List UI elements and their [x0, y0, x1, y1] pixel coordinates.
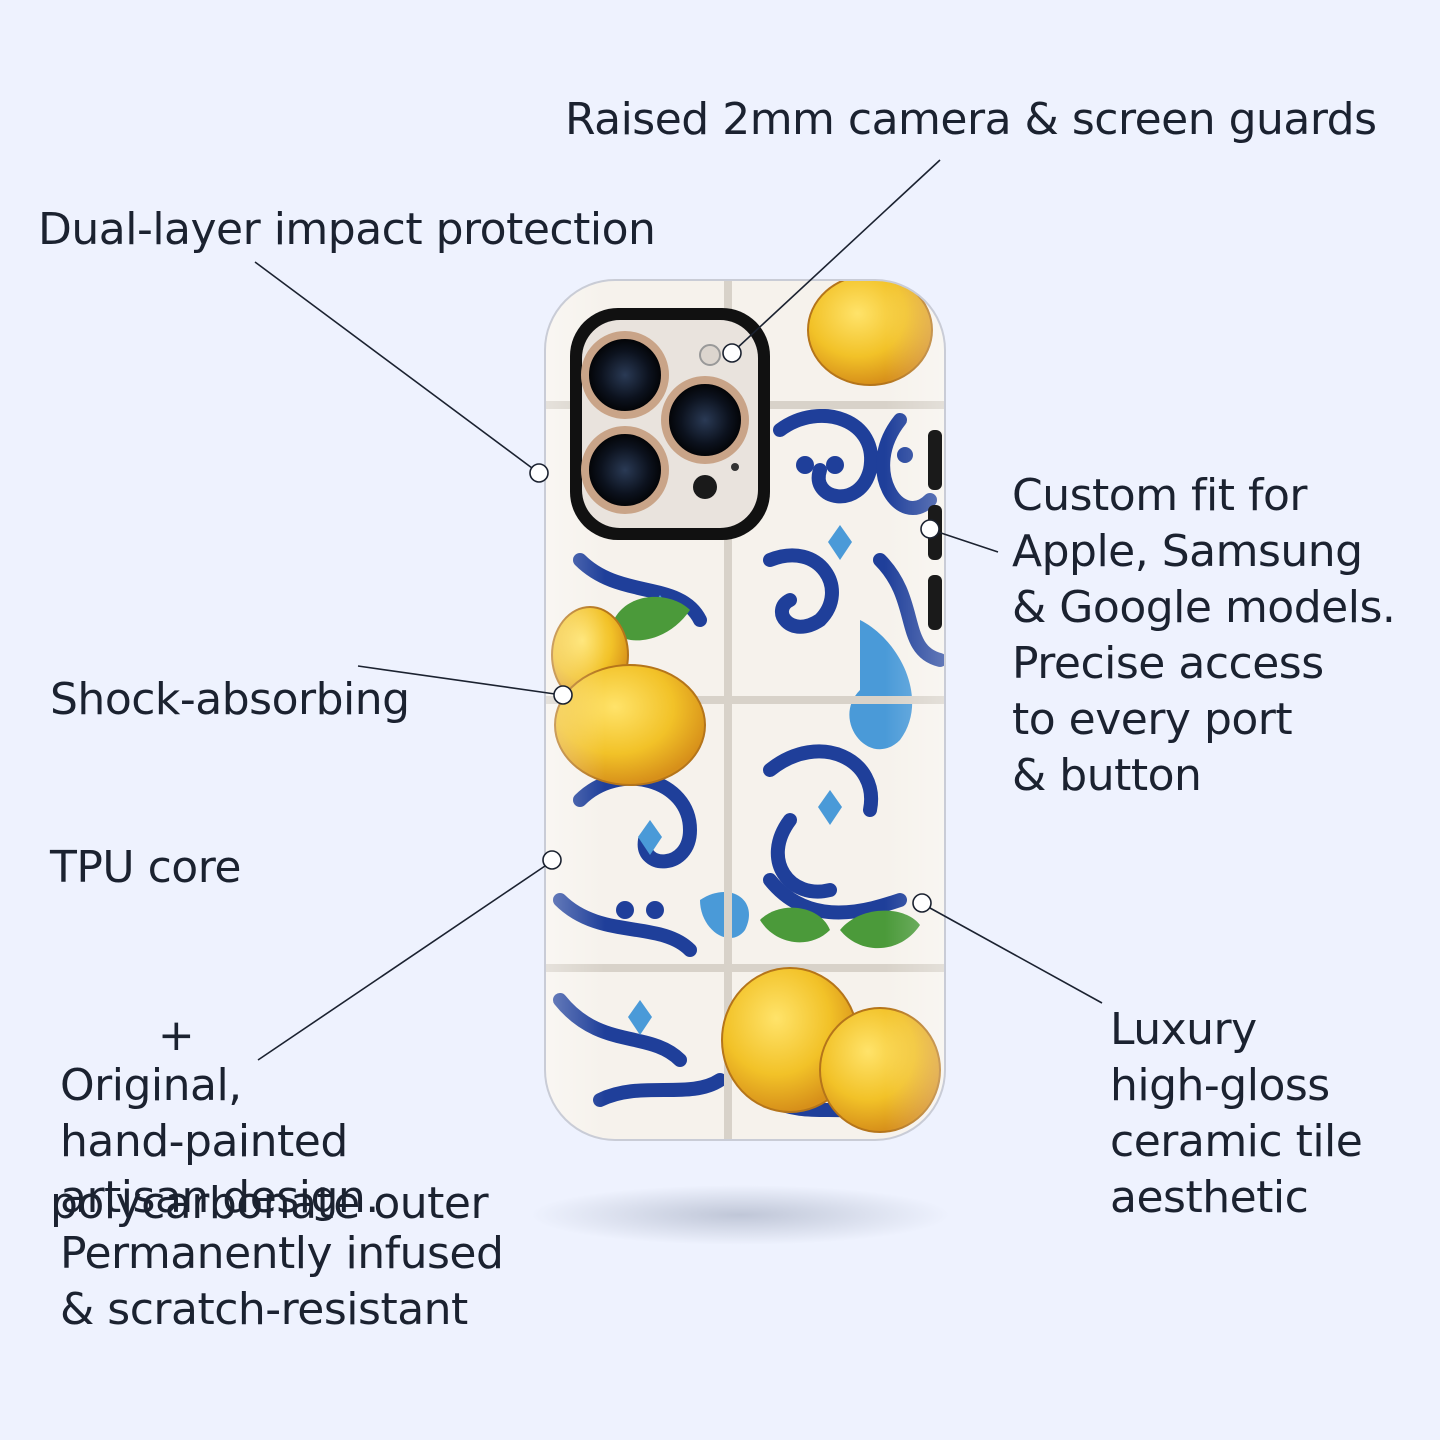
callout-line: Luxury	[1110, 1004, 1257, 1055]
callout-custom-fit: Custom fit for Apple, Samsung & Google m…	[1012, 468, 1396, 804]
callout-line: Shock-absorbing	[50, 674, 410, 725]
camera-module	[570, 308, 770, 540]
callout-line: Permanently infused	[60, 1228, 504, 1279]
leader-original	[257, 865, 546, 1061]
callout-line: to every port	[1012, 694, 1293, 745]
callout-line: aesthetic	[1110, 1172, 1309, 1223]
leader-shock	[357, 665, 556, 695]
marker-luxury	[912, 893, 932, 913]
leader-custom	[937, 531, 999, 553]
marker-dual	[529, 463, 549, 483]
callout-line: ceramic tile	[1110, 1116, 1363, 1167]
floor-shadow	[530, 1185, 950, 1245]
callout-original-design: Original, hand-painted artisan design. P…	[60, 1058, 504, 1338]
callout-line: & scratch-resistant	[60, 1284, 468, 1335]
callout-line: polycarbonate outer	[50, 1178, 489, 1229]
callout-line: hand-painted	[60, 1116, 348, 1167]
callout-line: Original,	[60, 1060, 242, 1111]
leader-dual	[254, 261, 533, 469]
leader-luxury	[929, 907, 1103, 1004]
callout-line: TPU core	[50, 842, 241, 893]
callout-line: Dual-layer impact protection	[38, 204, 656, 255]
callout-shock-absorbing: Shock-absorbing TPU core + polycarbonate…	[50, 560, 489, 1288]
marker-custom	[920, 519, 940, 539]
marker-shock	[553, 685, 573, 705]
callout-dual-layer: Dual-layer impact protection	[38, 202, 656, 258]
callout-line: & Google models.	[1012, 582, 1396, 633]
callout-line: Precise access	[1012, 638, 1324, 689]
callout-line: Apple, Samsung	[1012, 526, 1363, 577]
callout-line: Custom fit for	[1012, 470, 1308, 521]
callout-line: Raised 2mm camera & screen guards	[565, 94, 1377, 145]
callout-line: +	[50, 1010, 195, 1061]
callout-line: & button	[1012, 750, 1202, 801]
callout-luxury-gloss: Luxury high-gloss ceramic tile aesthetic	[1110, 1002, 1363, 1226]
callout-line: artisan design.	[60, 1172, 379, 1223]
marker-original	[542, 850, 562, 870]
marker-raised	[722, 343, 742, 363]
leader-raised	[734, 159, 941, 351]
callout-raised-guards: Raised 2mm camera & screen guards	[565, 92, 1377, 148]
callout-line: high-gloss	[1110, 1060, 1330, 1111]
